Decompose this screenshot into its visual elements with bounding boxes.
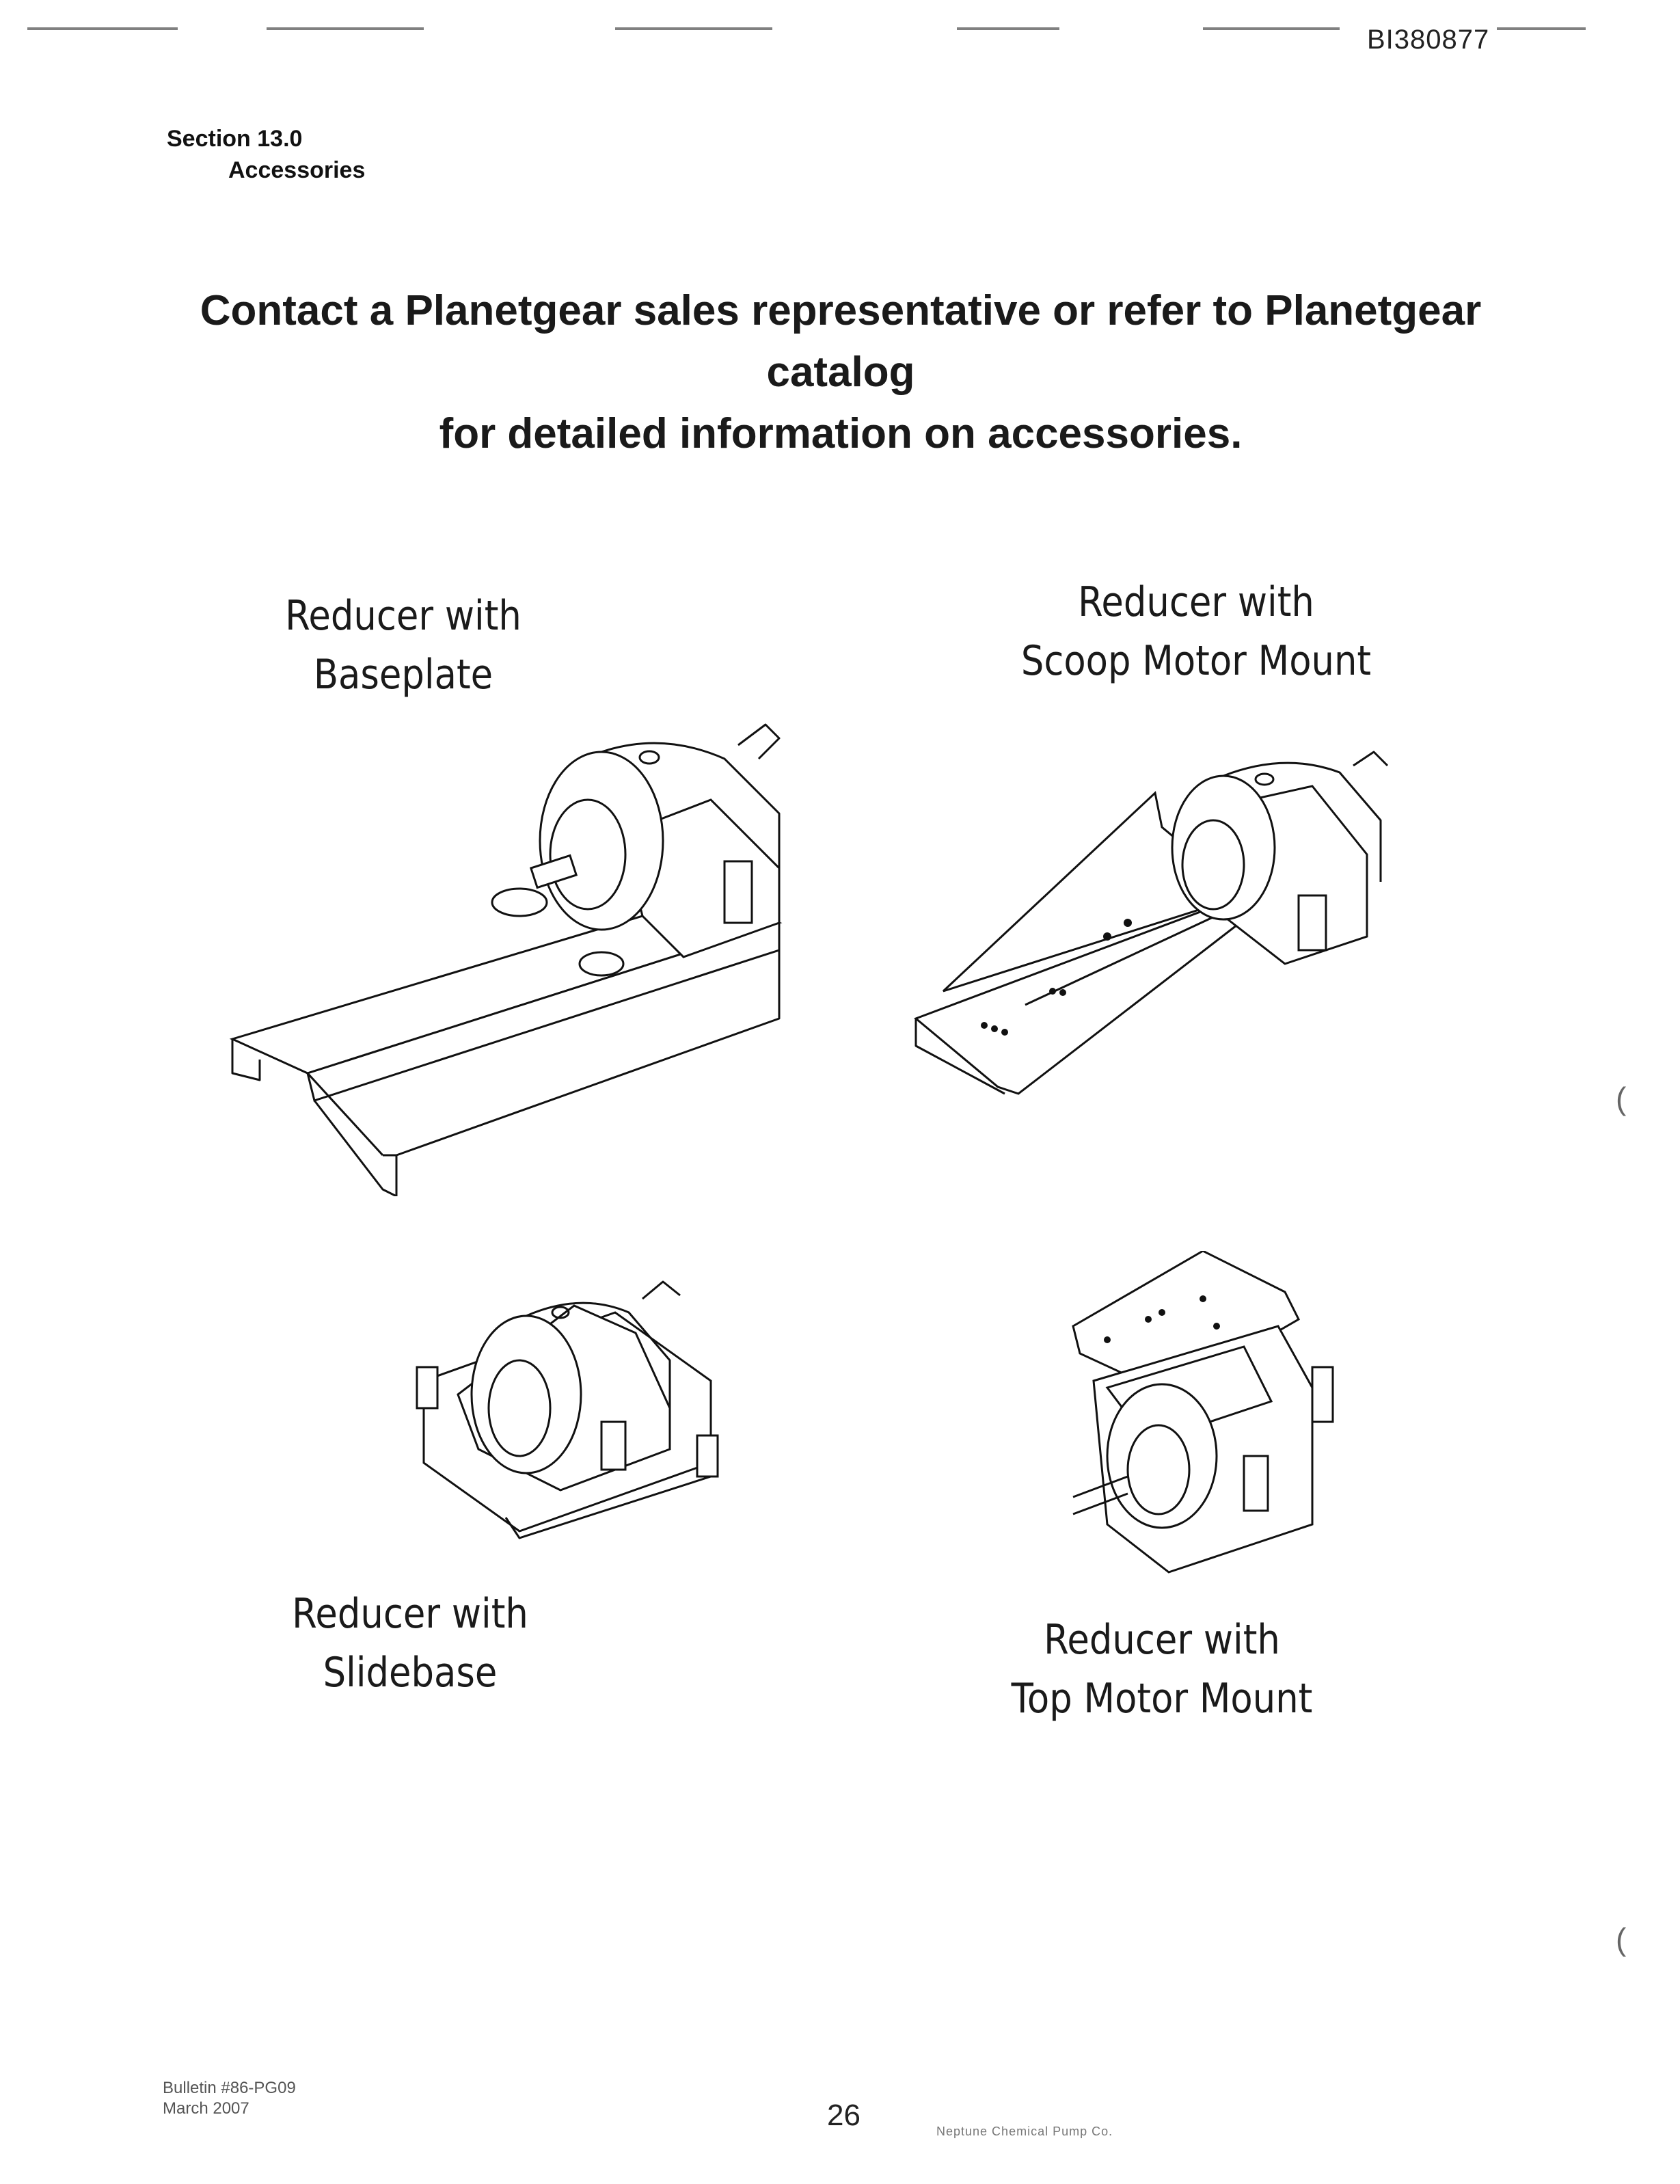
scan-artifact-paren: ( — [1616, 1081, 1627, 1116]
footer-company: Neptune Chemical Pump Co. — [936, 2125, 1113, 2138]
caption-slidebase: Reducer with Slidebase — [292, 1590, 528, 1697]
document-id: BI380877 — [1367, 25, 1490, 55]
scan-artifact-line — [1203, 27, 1340, 30]
scan-artifact-line — [615, 27, 772, 30]
baseplate-reducer-drawing — [229, 723, 783, 1196]
scoop-motor-mount-drawing — [914, 751, 1389, 1095]
section-number: Section 13.0 — [167, 126, 303, 152]
page-headline: Contact a Planetgear sales representativ… — [123, 280, 1558, 465]
headline-line-1: Contact a Planetgear sales representativ… — [200, 287, 1482, 396]
slidebase-reducer-drawing — [416, 1280, 719, 1539]
scan-artifact-paren: ( — [1616, 1922, 1627, 1957]
bulletin-number: Bulletin #86-PG09 — [163, 2079, 296, 2097]
section-name: Accessories — [228, 157, 366, 183]
scan-artifact-line — [267, 27, 424, 30]
caption-top-motor-mount: Reducer with Top Motor Mount — [1011, 1616, 1313, 1723]
top-motor-mount-drawing — [1072, 1251, 1334, 1574]
caption-baseplate: Reducer with Baseplate — [285, 592, 521, 699]
bulletin-date: March 2007 — [163, 2099, 249, 2118]
scan-artifact-line — [27, 27, 178, 30]
page-number: 26 — [827, 2099, 861, 2132]
section-heading: Section 13.0 Accessories — [167, 123, 365, 186]
scan-artifact-line — [957, 27, 1059, 30]
caption-scoop-motor-mount: Reducer with Scoop Motor Mount — [1020, 578, 1372, 685]
footer-bulletin: Bulletin #86-PG09 March 2007 — [163, 2078, 296, 2119]
headline-line-2: for detailed information on accessories. — [439, 410, 1243, 457]
scan-artifact-line — [1497, 27, 1586, 30]
